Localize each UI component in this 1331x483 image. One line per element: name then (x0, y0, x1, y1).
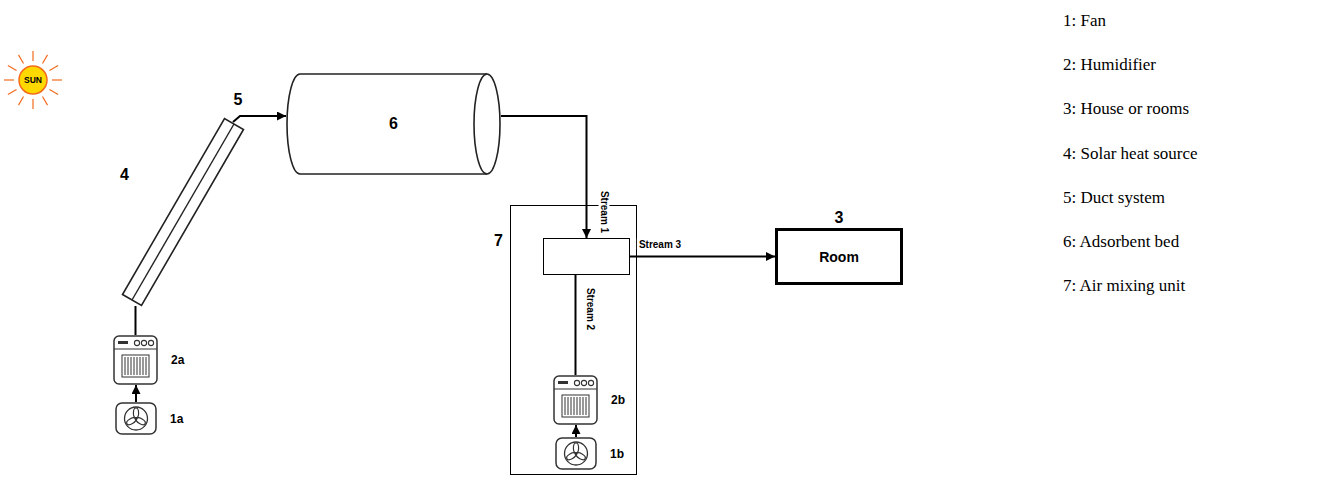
air-duct (501, 116, 587, 238)
humidifier-icon: 2b (553, 375, 598, 425)
air-duct (630, 256, 775, 258)
humidifier-icon: 2a (113, 335, 158, 385)
fan-icon: 1a (115, 402, 157, 435)
callout-number: 4 (120, 166, 129, 184)
fan-icon: 1b (555, 437, 597, 470)
solar-collector: 4 (112, 116, 248, 306)
stream-label: Stream 3 (637, 239, 683, 250)
callout-number: 7 (494, 232, 503, 250)
callout-number: 1a (170, 412, 183, 426)
callout-number: 5 (232, 91, 245, 109)
sun-icon: SUN (19, 66, 47, 94)
stream-label: Stream 1 (599, 189, 610, 235)
air-duct (135, 306, 137, 335)
legend-entry: 1: Fan (1063, 11, 1106, 31)
mixer-box (543, 238, 630, 275)
humidifier-icon-drawing (113, 335, 158, 385)
room-box: 3Room (775, 228, 903, 285)
room-label: Room (819, 249, 859, 265)
callout-number: 2b (611, 393, 625, 407)
fan-icon-drawing (555, 437, 597, 470)
legend-entry: 4: Solar heat source (1063, 144, 1198, 164)
air-duct (135, 385, 137, 402)
legend-entry: 2: Humidifier (1063, 55, 1156, 75)
callout-number: 6 (389, 115, 398, 133)
adsorbent-bed: 6 (286, 73, 501, 175)
callout-number: 1b (610, 447, 624, 461)
sun-text: SUN (24, 75, 42, 85)
solar-collector-drawing (112, 116, 248, 306)
mixing-unit-box: 72b1b (510, 205, 637, 475)
legend-entry: 3: House or rooms (1063, 99, 1189, 119)
stream-label: Stream 2 (585, 286, 596, 332)
callout-number: 3 (835, 209, 844, 227)
air-duct (233, 116, 286, 122)
legend-entry: 5: Duct system (1063, 188, 1165, 208)
callout-number: 2a (171, 353, 184, 367)
legend-entry: 6: Adsorbent bed (1063, 232, 1179, 252)
humidifier-icon-drawing (553, 375, 598, 425)
fan-icon-drawing (115, 402, 157, 435)
air-duct (575, 275, 577, 375)
legend-entry: 7: Air mixing unit (1063, 276, 1185, 296)
air-duct (575, 425, 577, 437)
